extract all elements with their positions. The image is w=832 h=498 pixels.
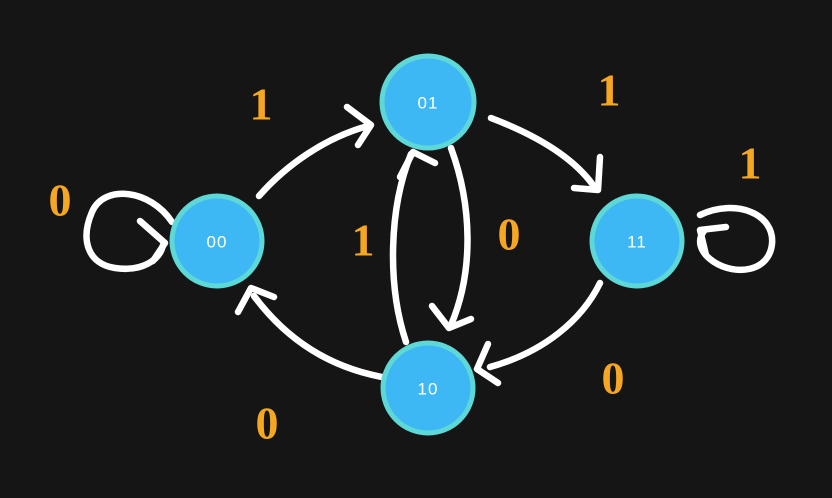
- edge-01-to-10[interactable]: [428, 144, 475, 332]
- edge-path-00-00: [83, 190, 176, 273]
- node-00[interactable]: 00: [169, 193, 265, 289]
- edge-00-to-01[interactable]: [255, 103, 375, 200]
- edge-path-11-11: [696, 204, 776, 274]
- node-11[interactable]: 11: [589, 193, 685, 289]
- edge-path-11-10: [486, 279, 604, 371]
- edge-10-to-01[interactable]: [389, 148, 439, 346]
- node-00-circle: [169, 193, 265, 289]
- arrowhead-10-00: [234, 284, 278, 316]
- edge-label-11-10: 0: [602, 353, 625, 404]
- node-10[interactable]: 10: [380, 340, 476, 436]
- node-00-label: 00: [207, 233, 228, 252]
- edge-label-01-11: 1: [598, 65, 621, 116]
- edge-path-01-10: [447, 144, 471, 329]
- arrowhead-00-00: [136, 217, 169, 265]
- arrowhead-01-10: [428, 302, 475, 332]
- edge-10-to-00[interactable]: [234, 284, 386, 381]
- edge-01-to-11[interactable]: [487, 114, 604, 194]
- node-01-circle: [379, 53, 477, 151]
- edge-path-10-00: [250, 292, 386, 381]
- node-01-label: 01: [418, 94, 439, 113]
- node-01[interactable]: 01: [379, 53, 477, 151]
- arrowhead-11-11: [696, 223, 730, 259]
- edge-path-01-11: [487, 114, 597, 189]
- node-11-circle: [589, 193, 685, 289]
- edge-path-10-01: [389, 150, 415, 346]
- node-11-label: 11: [627, 233, 647, 252]
- edge-label-00-00: 0: [49, 175, 72, 226]
- arrowhead-01-11: [570, 153, 604, 194]
- edge-label-10-00: 0: [256, 398, 279, 449]
- edge-00-to-00[interactable]: [83, 190, 176, 273]
- arrowhead-10-01: [396, 148, 439, 181]
- edge-11-to-11[interactable]: [696, 204, 776, 274]
- node-10-label: 10: [418, 380, 439, 399]
- node-10-circle: [380, 340, 476, 436]
- edge-label-11-11: 1: [739, 138, 762, 189]
- arrowhead-11-10: [473, 340, 502, 387]
- edge-label-00-01: 1: [250, 79, 273, 130]
- edge-11-to-10[interactable]: [473, 279, 604, 387]
- edge-path-00-01: [255, 122, 372, 200]
- arrowhead-00-01: [343, 103, 375, 149]
- edge-label-01-10: 0: [498, 209, 521, 260]
- edge-label-10-01: 1: [352, 215, 375, 266]
